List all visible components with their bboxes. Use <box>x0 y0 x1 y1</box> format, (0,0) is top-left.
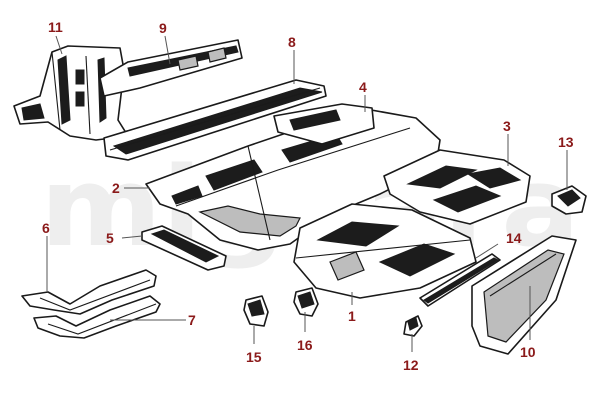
part-15-clip <box>243 295 269 327</box>
callout-12: 12 <box>403 357 419 373</box>
callout-3: 3 <box>503 118 511 134</box>
callout-14: 14 <box>506 230 522 246</box>
part-7-curved-member <box>33 295 161 339</box>
callout-1: 1 <box>348 308 356 324</box>
callout-15: 15 <box>246 349 262 365</box>
part-16-clip <box>293 287 319 317</box>
callout-labels: 11 9 8 4 3 13 2 6 5 14 7 1 15 16 12 10 <box>42 19 574 373</box>
callout-11: 11 <box>48 19 63 35</box>
part-1-floor-pan <box>293 203 477 299</box>
callout-10: 10 <box>520 344 536 360</box>
leader-lines <box>46 35 568 352</box>
callout-9: 9 <box>159 20 167 36</box>
part-10-side-panel <box>471 235 577 355</box>
callout-4: 4 <box>359 79 367 95</box>
part-12-clip <box>403 315 423 337</box>
callout-13: 13 <box>558 134 574 150</box>
callout-2: 2 <box>112 180 120 196</box>
callout-8: 8 <box>288 34 296 50</box>
part-5-bracket <box>141 225 227 271</box>
part-13-bracket <box>551 185 587 215</box>
part-14-strip <box>419 253 501 307</box>
callout-5: 5 <box>106 230 114 246</box>
callout-7: 7 <box>188 312 196 328</box>
part-2-floor-left <box>145 107 441 251</box>
part-6-curved-member <box>21 269 157 315</box>
callout-6: 6 <box>42 220 50 236</box>
callout-16: 16 <box>297 337 313 353</box>
part-8-sill <box>103 79 327 161</box>
part-3-rear-floor <box>383 149 531 225</box>
part-11-front-bulkhead <box>13 45 129 141</box>
part-4-floor-front <box>273 103 375 145</box>
part-9-cross-member <box>99 39 243 97</box>
